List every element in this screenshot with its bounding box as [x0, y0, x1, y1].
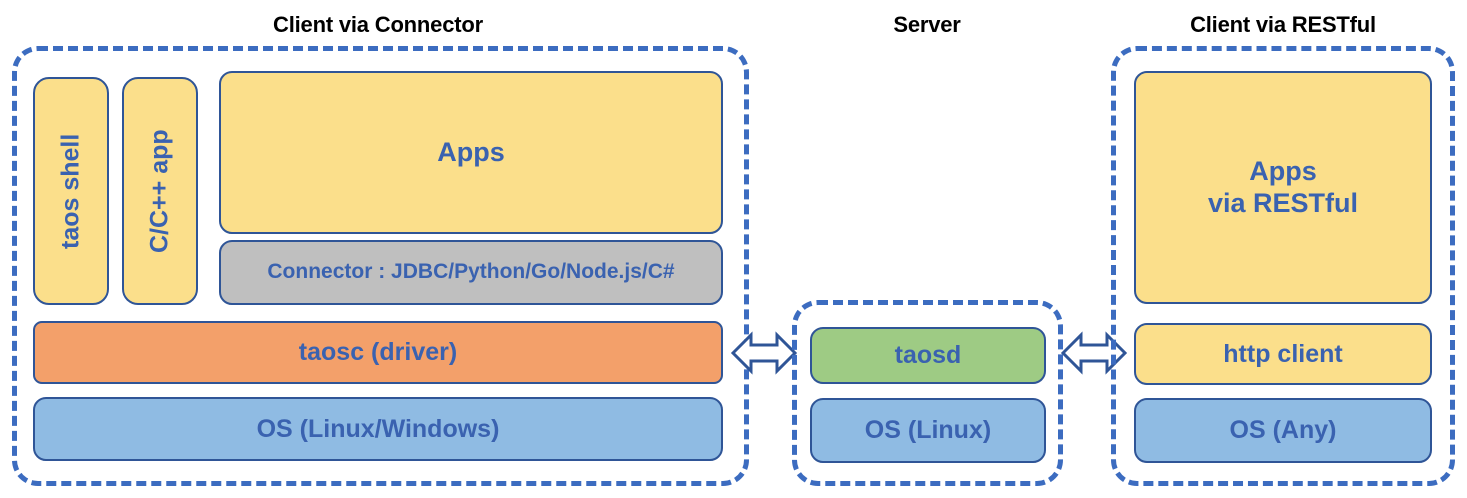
- section-title-client-restful: Client via RESTful: [1190, 12, 1376, 37]
- group-client-via-restful: [1111, 46, 1455, 486]
- box-taosc-driver[interactable]: taosc (driver): [33, 321, 723, 384]
- box-taos-shell[interactable]: taos shell: [33, 77, 109, 305]
- box-os-any[interactable]: OS (Any): [1134, 398, 1432, 463]
- box-apps-via-restful-line1: Apps: [1249, 156, 1317, 187]
- box-apps-via-restful-line2: via RESTful: [1207, 187, 1359, 218]
- double-arrow-server-to-restful: [1061, 325, 1127, 381]
- box-http-client[interactable]: http client: [1134, 323, 1432, 385]
- group-server: [792, 300, 1063, 486]
- box-apps[interactable]: Apps: [219, 71, 723, 234]
- box-os-linux-windows[interactable]: OS (Linux/Windows): [33, 397, 723, 461]
- double-arrow-client-to-server: [731, 325, 797, 381]
- box-os-linux[interactable]: OS (Linux): [810, 398, 1046, 463]
- section-title-server: Server: [893, 12, 961, 37]
- box-apps-via-restful[interactable]: Apps via RESTful: [1134, 71, 1432, 304]
- group-client-via-connector: [12, 46, 749, 486]
- box-taosd[interactable]: taosd: [810, 327, 1046, 384]
- section-title-client-connector: Client via Connector: [273, 12, 483, 37]
- box-connector[interactable]: Connector : JDBC/Python/Go/Node.js/C#: [219, 240, 723, 305]
- box-c-cpp-app[interactable]: C/C++ app: [122, 77, 198, 305]
